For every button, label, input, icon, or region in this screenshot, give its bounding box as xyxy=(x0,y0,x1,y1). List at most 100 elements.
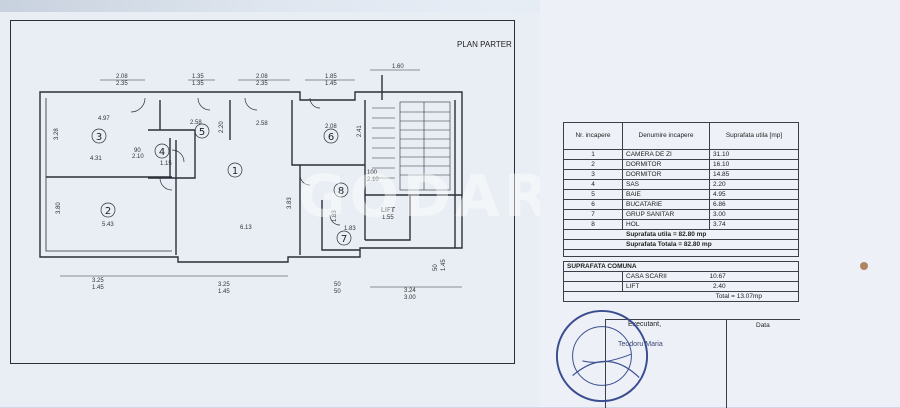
dim-r3-h: 3.28 xyxy=(54,128,60,140)
dim-r3-w: 4.97 xyxy=(98,116,110,122)
dim-r4-w2: 2.10 xyxy=(132,154,144,160)
dim-top-c1: 2.08 xyxy=(256,74,268,80)
cell-name: SAS xyxy=(622,179,710,190)
dim-bottom-d1: 3.24 xyxy=(404,288,416,294)
dim-r5-w: 2.58 xyxy=(190,120,202,126)
col-header-area: Suprafata utila [mp] xyxy=(709,122,799,150)
plan-frame xyxy=(10,20,515,364)
table-row: CASA SCARII 10.67 xyxy=(563,271,799,282)
cell-name: HOL xyxy=(622,219,710,230)
cell-area: 16.10 xyxy=(709,159,799,170)
dim-top-a2: 2.35 xyxy=(116,81,128,87)
cell-name: DORMITOR xyxy=(622,159,710,170)
dim-r2-h: 3.80 xyxy=(56,202,62,214)
room-number-1: 1 xyxy=(232,166,238,177)
cell-nr: 3 xyxy=(563,169,623,180)
dim-r6-h: 2.41 xyxy=(357,125,363,137)
room-number-2: 2 xyxy=(105,206,111,217)
date-label: Data xyxy=(756,322,770,329)
cell-area: 3.74 xyxy=(709,219,799,230)
dim-r1-h: 3.83 xyxy=(287,197,293,209)
room-number-3: 3 xyxy=(96,132,102,143)
common-total: Total = 13.07mp xyxy=(563,291,799,302)
room-area-table: Nr. incapere Denumire incapere Suprafata… xyxy=(563,122,799,257)
dim-r1-bot: 6.13 xyxy=(240,225,252,231)
lift-label: LIFT xyxy=(381,206,396,214)
cell-nr: 2 xyxy=(563,159,623,170)
dim-top-d1: 1.85 xyxy=(325,74,337,80)
total-utila-row: Suprafata utila = 82.80 mp xyxy=(563,229,799,240)
common-row: LIFT 2.40 xyxy=(622,281,799,292)
dim-bottom-e1: 1.45 xyxy=(441,259,447,271)
executant-label: Executant, xyxy=(628,321,662,328)
dim-r1-top: 2.58 xyxy=(256,121,268,127)
dim-top-b1: 1.35 xyxy=(192,74,204,80)
cell-nr: 6 xyxy=(563,199,623,210)
signature-box xyxy=(605,319,800,408)
plan-title: PLAN PARTER xyxy=(457,40,512,49)
common-area-table: SUPRAFATA COMUNA CASA SCARII 10.67 LIFT 2.… xyxy=(563,261,799,302)
cell-name: GRUP SANITAR xyxy=(622,209,710,220)
common-row: CASA SCARII 10.67 xyxy=(622,271,799,282)
total-utila: Suprafata utila = 82.80 mp xyxy=(563,229,799,240)
dim-top-a1: 2.08 xyxy=(116,74,128,80)
dim-bottom-c2: 50 xyxy=(334,289,341,295)
spacer-row xyxy=(563,249,799,257)
official-stamp xyxy=(555,309,649,403)
cell-nr: 8 xyxy=(563,219,623,230)
cell-name: CAMERA DE ZI xyxy=(622,149,710,160)
table-header-row: Nr. incapere Denumire incapere Suprafata… xyxy=(563,122,799,150)
room-number-4: 4 xyxy=(159,147,165,158)
door-arcs xyxy=(130,97,341,226)
dim-bottom-a2: 1.45 xyxy=(92,285,104,291)
common-title-row: SUPRAFATA COMUNA xyxy=(563,261,799,272)
cell-area: 4.95 xyxy=(709,189,799,200)
dim-top-b2: 1.35 xyxy=(192,81,204,87)
col-header-nr: Nr. incapere xyxy=(563,122,623,150)
common-area: 2.40 xyxy=(713,283,726,290)
common-total-row: Total = 13.07mp xyxy=(563,291,799,302)
cell-area: 31.10 xyxy=(709,149,799,160)
table-row: LIFT 2.40 xyxy=(563,281,799,292)
cell-area: 3.00 xyxy=(709,209,799,220)
cell-name: BAIE xyxy=(622,189,710,200)
col-header-name: Denumire incapere xyxy=(622,122,710,150)
cell-name: BUCATARIE xyxy=(622,199,710,210)
total-totala: Suprafata Totala = 82.80 mp xyxy=(563,239,799,250)
cell-nr: 1 xyxy=(563,149,623,160)
cell-area: 2.20 xyxy=(709,179,799,190)
dim-r7-h: 1.83 xyxy=(332,210,338,222)
common-name: CASA SCARII xyxy=(626,273,667,280)
dim-bottom-a1: 3.25 xyxy=(92,278,104,284)
dim-r8-b: 2.10 xyxy=(367,177,379,183)
dim-bottom-c1: 50 xyxy=(334,282,341,288)
stairs xyxy=(372,101,451,191)
cell-nr: 5 xyxy=(563,189,623,200)
total-totala-row: Suprafata Totala = 82.80 mp xyxy=(563,239,799,250)
dim-r7-w: 1.83 xyxy=(344,226,356,232)
dim-bottom-d2: 3.00 xyxy=(404,295,416,301)
dim-bottom-b2: 1.45 xyxy=(218,289,230,295)
room-number-7: 7 xyxy=(341,234,347,245)
executant-name: Teodoru Maria xyxy=(618,341,663,348)
cell-name: DORMITOR xyxy=(622,169,710,180)
dim-r4-w: 90 xyxy=(134,148,141,154)
dim-bottom-e2: 50 xyxy=(433,264,439,271)
dim-bottom-b1: 3.25 xyxy=(218,282,230,288)
cell-area: 14.85 xyxy=(709,169,799,180)
room-number-8: 8 xyxy=(338,186,344,197)
dim-top-c2: 2.35 xyxy=(256,81,268,87)
dim-r4-b: 1.15 xyxy=(160,161,172,167)
dim-r5-h: 2.20 xyxy=(219,121,225,133)
dim-r8-a: 100 xyxy=(367,170,378,176)
common-area: 10.67 xyxy=(709,273,726,280)
common-name: LIFT xyxy=(626,283,640,290)
